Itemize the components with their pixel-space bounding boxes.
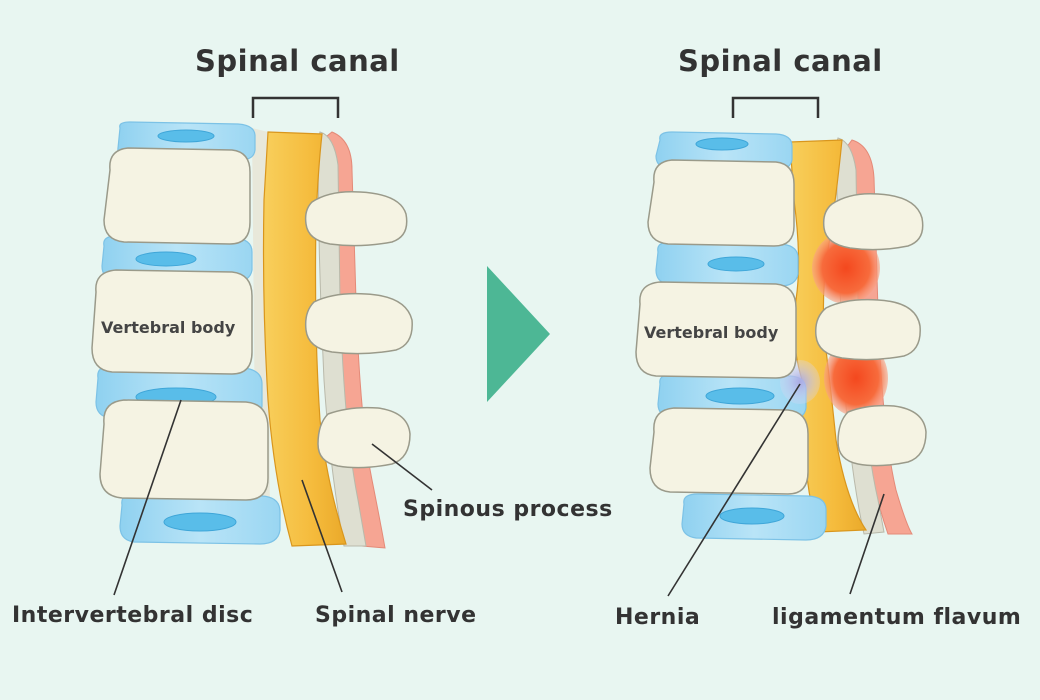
- right-vertebra-3: [649, 407, 809, 495]
- left-canal-bracket: [251, 96, 340, 118]
- left-spine-illustration: [91, 96, 433, 596]
- left-vertebra-3: [99, 399, 269, 501]
- left-disc-4: [119, 493, 281, 545]
- right-spinous-process-3: [837, 404, 927, 467]
- right-disc-2: [655, 241, 799, 287]
- right-disc-4: [681, 493, 827, 541]
- right-vertebral-body-label: Vertebral body: [644, 323, 779, 342]
- right-title: Spinal canal: [678, 44, 883, 78]
- left-spinous-leader: [371, 443, 433, 491]
- right-ligament-leader: [849, 493, 885, 595]
- left-disc-leader: [113, 399, 182, 596]
- hernia-label: Hernia: [615, 605, 701, 630]
- right-vertebra-1: [647, 159, 795, 247]
- left-nerve-leader: [301, 479, 343, 593]
- right-spinous-process-1: [822, 192, 924, 251]
- right-hernia-leader: [667, 383, 801, 597]
- left-spinous-process-1: [304, 190, 408, 247]
- left-title: Spinal canal: [195, 44, 400, 78]
- right-vertebra-2: [635, 281, 797, 379]
- left-vertebral-body-label: Vertebral body: [101, 318, 236, 337]
- left-vertebra-2: [91, 269, 253, 375]
- right-canal-bracket: [731, 96, 820, 118]
- right-spine-illustration: [635, 96, 927, 597]
- intervertebral-disc-label: Intervertebral disc: [12, 603, 254, 628]
- arrow-right-icon: [487, 266, 550, 402]
- spinal-nerve-label: Spinal nerve: [315, 603, 477, 628]
- left-spinous-process-3: [317, 406, 411, 469]
- ligamentum-flavum-label: ligamentum flavum: [772, 605, 1022, 630]
- left-spinous-process-2: [304, 292, 413, 355]
- spinous-process-label: Spinous process: [403, 497, 613, 522]
- right-spinous-process-2: [814, 298, 921, 361]
- left-vertebra-1: [103, 147, 251, 245]
